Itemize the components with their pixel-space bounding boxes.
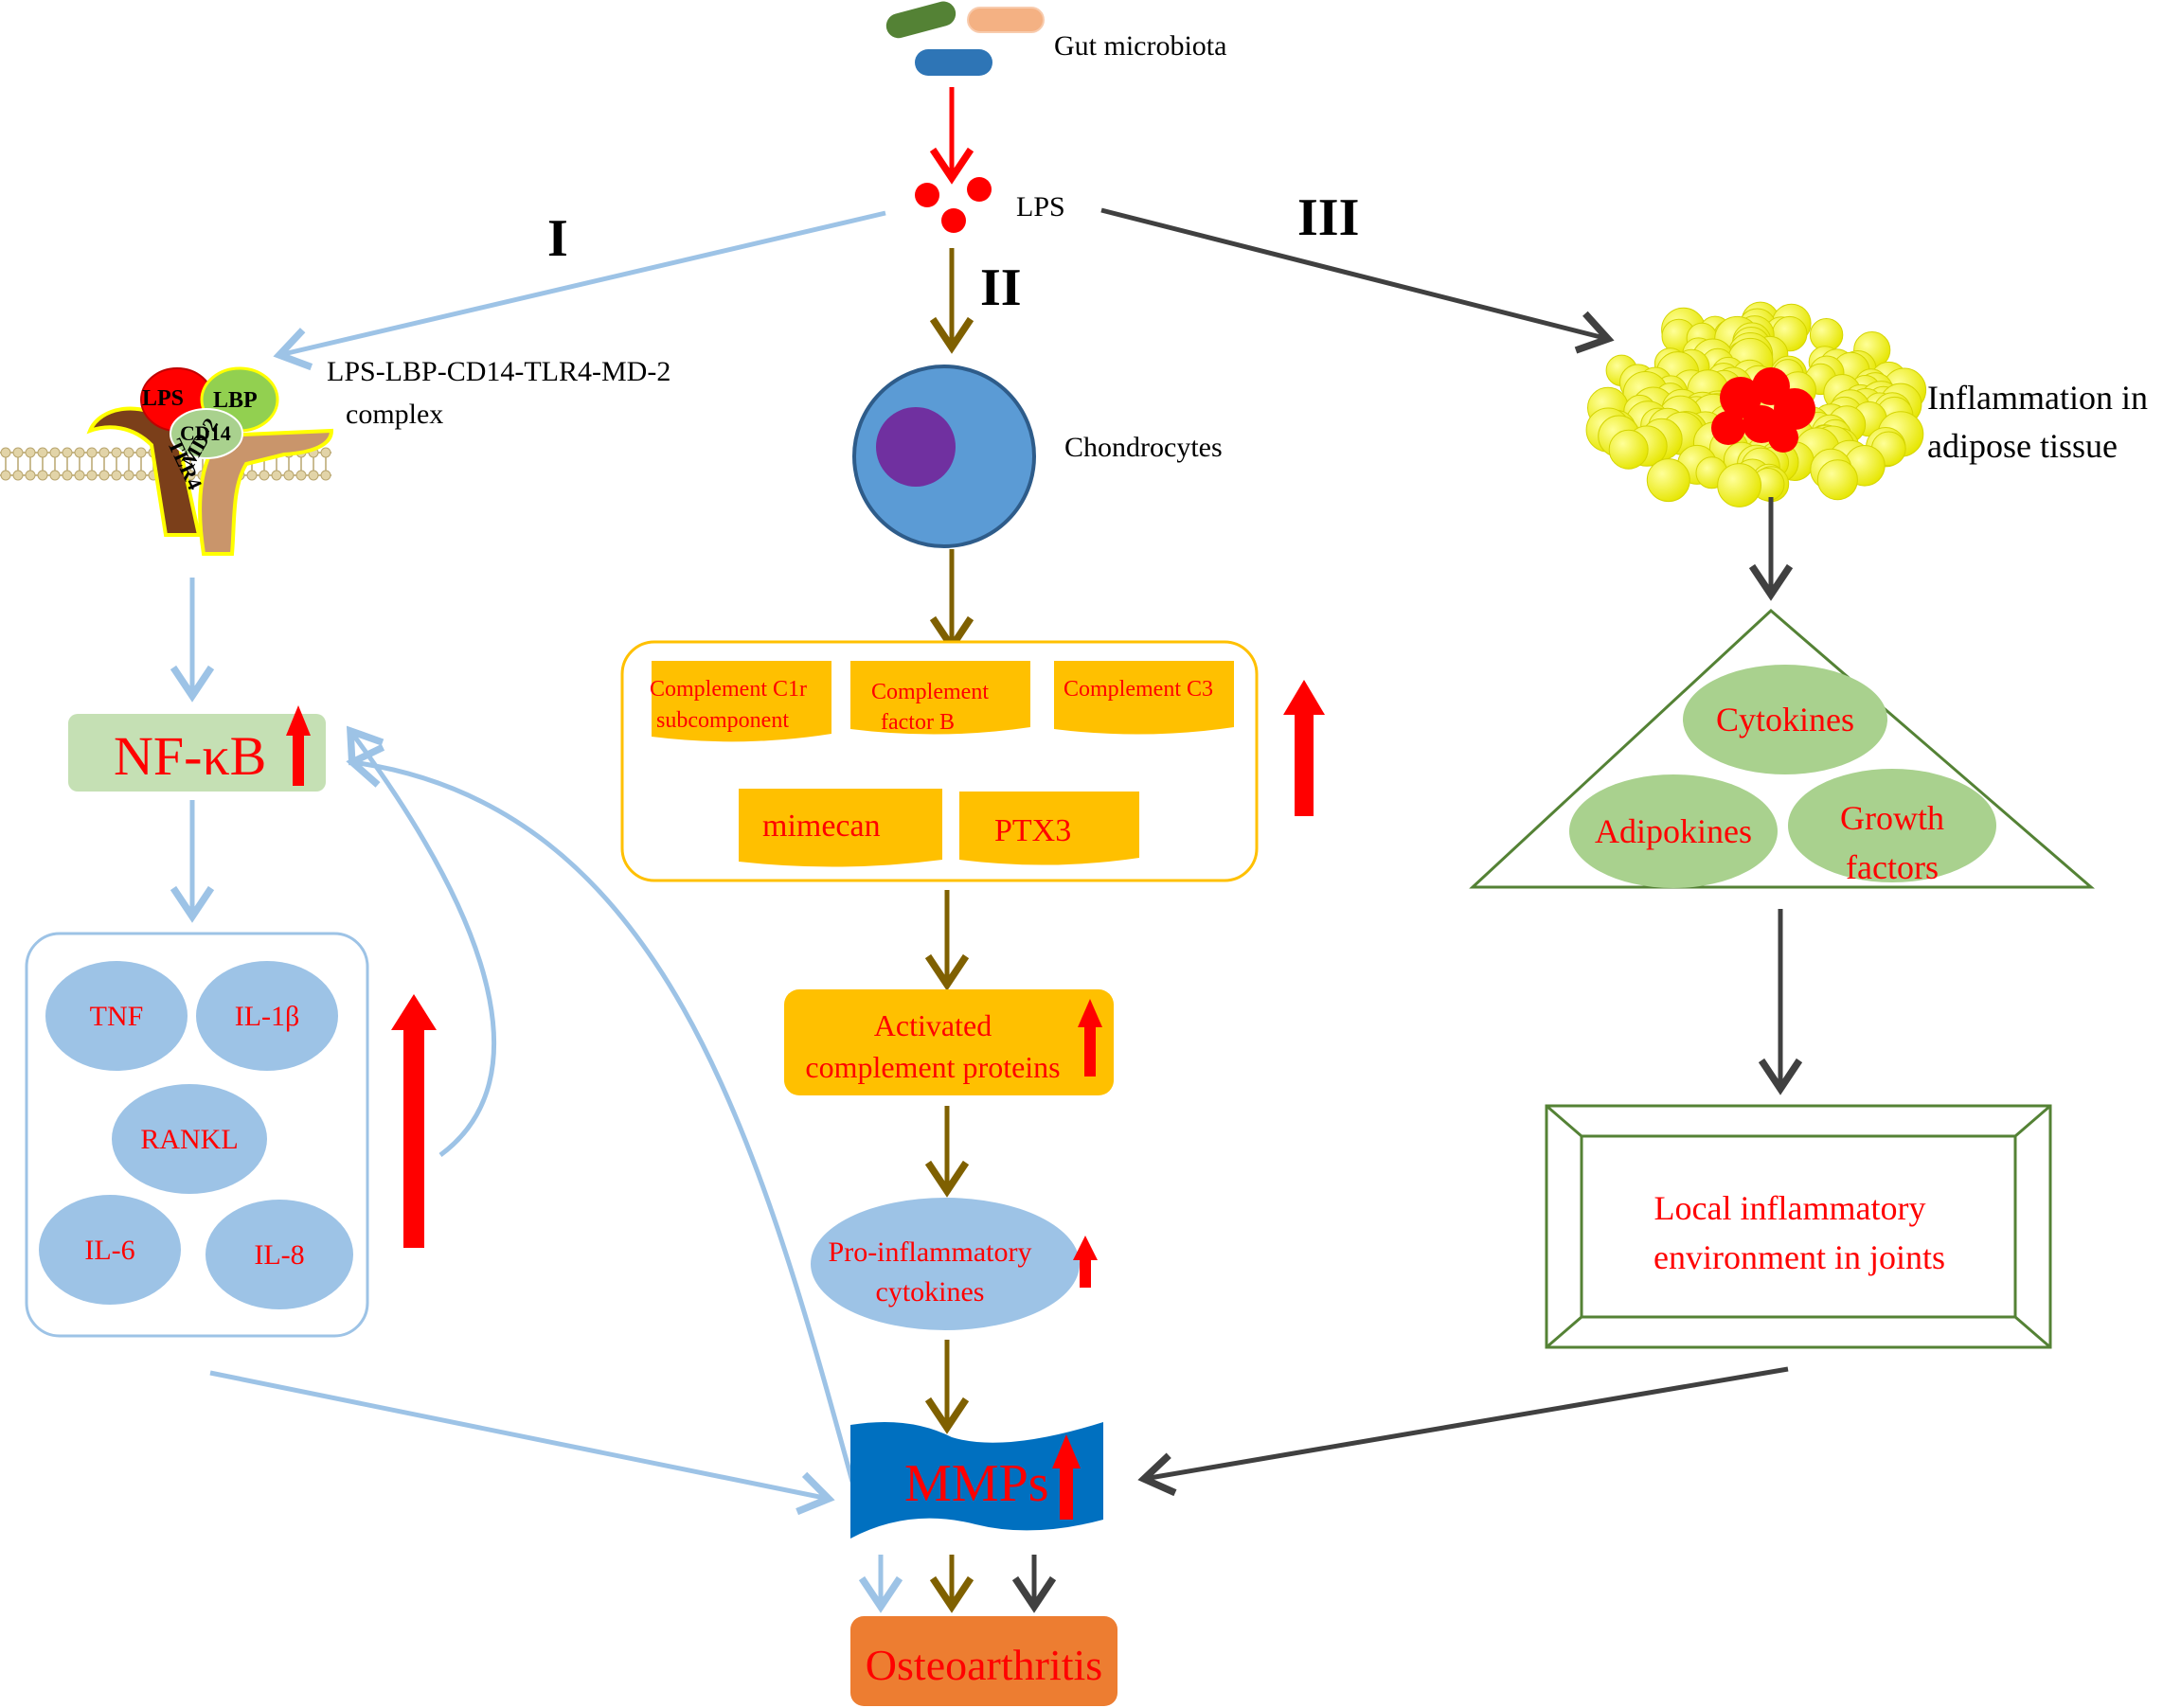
cytokines-label: Cytokines (1716, 701, 1854, 738)
arrow-cytokines-to-mmps (209, 1370, 835, 1516)
gut-microbiota-label: Gut microbiota (1054, 30, 1226, 62)
chondrocyte-nucleus-icon (876, 407, 956, 487)
ptx3-shape (959, 792, 1139, 865)
osteoarthritis-box (850, 1616, 1117, 1706)
il1b-label: IL-1β (235, 1001, 300, 1032)
receptor-complex-icon (86, 366, 334, 556)
proinflammatory-label-line2: cytokines (876, 1276, 985, 1308)
complex-lps-label: LPS (142, 386, 184, 411)
proinflammatory-up-arrow-icon (1073, 1236, 1098, 1288)
complex-lbp-label: LBP (213, 388, 258, 413)
growth-factors-label-line1: Growth (1840, 799, 1944, 837)
activated-up-arrow-icon (1078, 999, 1102, 1076)
pathway-label-ii: II (980, 258, 1022, 317)
mmps-banner (850, 1421, 1103, 1539)
cytokines-ellipse (1683, 665, 1887, 774)
lps-molecules-icon (915, 177, 992, 233)
mimecan-label: mimecan (762, 809, 881, 844)
adipose-label-line1: Inflammation in (1927, 379, 2148, 417)
complement-up-arrow-icon (1283, 680, 1325, 816)
c3-label: Complement C3 (1064, 677, 1213, 702)
activated-label-line1: Activated (874, 1008, 992, 1042)
tnf-ellipse (45, 961, 188, 1071)
arrow-local-to-mmps (1137, 1366, 1789, 1497)
il1b-ellipse (196, 961, 338, 1071)
gut-microbiota-icon (885, 1, 1045, 76)
c1r-label-line1: Complement C1r (650, 677, 807, 702)
complex-cd14-label: CD14 (180, 421, 231, 445)
local-label-line2: environment in joints (1654, 1238, 1945, 1276)
pathway-label-iii: III (1297, 188, 1359, 247)
factor-b-shape (850, 661, 1030, 735)
c3-shape (1054, 661, 1234, 735)
mmps-label: MMPs (904, 1454, 1049, 1513)
il8-ellipse (206, 1200, 353, 1309)
adipokines-label: Adipokines (1595, 812, 1752, 850)
mmps-up-arrow-icon (1052, 1434, 1081, 1520)
mimecan-shape (739, 789, 942, 867)
arrow-cytokines-feedback (346, 725, 497, 1158)
osteoarthritis-label: Osteoarthritis (866, 1641, 1102, 1689)
proinflammatory-ellipse (811, 1198, 1080, 1330)
growth-factors-label-line2: factors (1846, 848, 1939, 886)
c1r-shape (652, 661, 831, 742)
complex-label-line1: LPS-LBP-CD14-TLR4-MD-2 (327, 356, 670, 387)
il6-ellipse (39, 1195, 181, 1305)
factor-b-label-line1: Complement (871, 680, 989, 704)
inflamed-adipocytes-icon (1711, 367, 1815, 453)
local-label-line1: Local inflammatory (1654, 1189, 1926, 1227)
cytokines-up-arrow-icon (391, 994, 437, 1248)
il8-label: IL-8 (254, 1239, 304, 1271)
local-environment-frame (1545, 1104, 2052, 1349)
adipokines-ellipse (1569, 774, 1778, 888)
adipose-label-line2: adipose tissue (1927, 427, 2118, 465)
arrow-mmps-feedback (346, 743, 855, 1483)
factor-b-label-line2: factor B (881, 710, 955, 735)
nfkb-box (68, 714, 326, 792)
growth-factors-ellipse (1788, 769, 1996, 882)
activated-box (784, 989, 1114, 1095)
lps-label: LPS (1016, 191, 1065, 222)
chondrocytes-label: Chondrocytes (1064, 432, 1223, 463)
nfkb-label: NF-κB (114, 725, 266, 787)
pathway-label-i: I (547, 209, 568, 268)
proinflammatory-label-line1: Pro-inflammatory (829, 1237, 1032, 1268)
activated-label-line2: complement proteins (805, 1050, 1060, 1084)
c1r-label-line2: subcomponent (656, 708, 789, 733)
arrow-lps-to-adipose (1100, 207, 1615, 354)
ptx3-label: PTX3 (994, 813, 1071, 848)
complex-label-line2: complex (346, 399, 443, 430)
rankl-ellipse (112, 1084, 267, 1194)
il6-label: IL-6 (84, 1235, 134, 1266)
arrow-lps-to-complex (273, 210, 886, 371)
nfkb-up-arrow-icon (286, 705, 311, 786)
tnf-label: TNF (90, 1001, 144, 1032)
rankl-label: RANKL (140, 1124, 238, 1155)
